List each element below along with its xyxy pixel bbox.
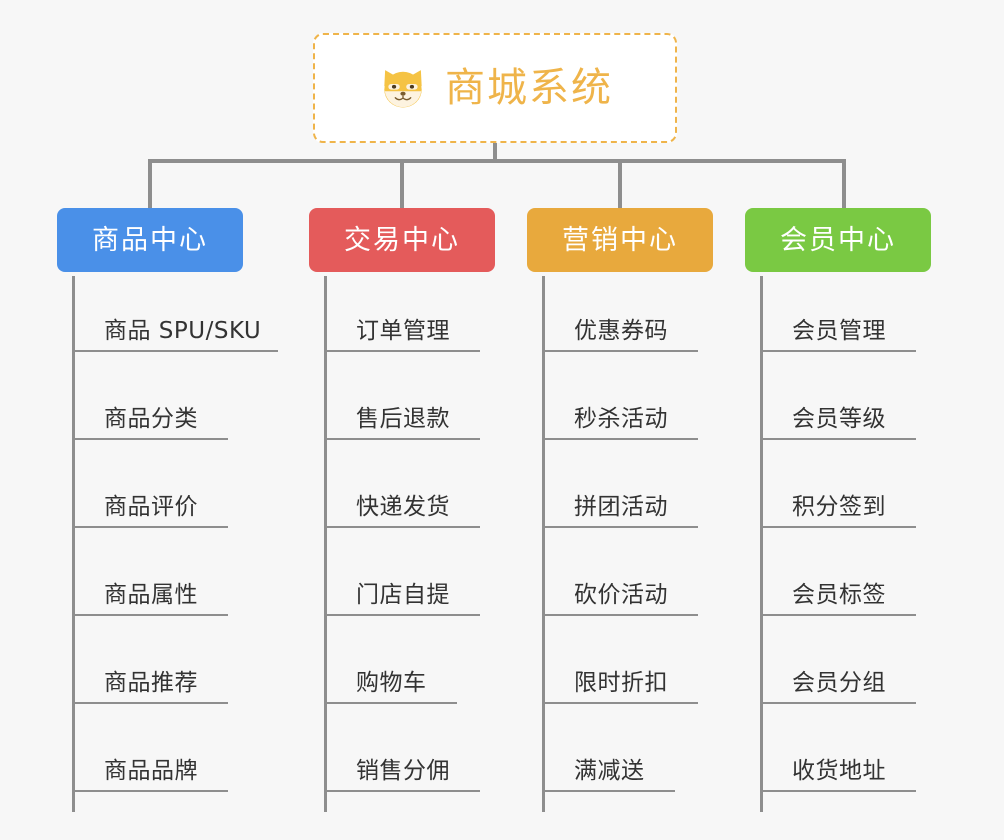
leaf-item[interactable]: 会员分组 xyxy=(760,616,916,704)
leaf-label: 销售分佣 xyxy=(356,758,450,785)
leaf-label: 购物车 xyxy=(356,670,427,697)
category-header-label: 会员中心 xyxy=(780,224,896,256)
leaf-label: 优惠券码 xyxy=(574,318,668,345)
connector-drop-1 xyxy=(148,159,152,208)
leaf-item[interactable]: 商品 SPU/SKU xyxy=(72,264,278,352)
leaf-label: 商品评价 xyxy=(104,494,198,521)
leaf-item[interactable]: 销售分佣 xyxy=(324,704,480,792)
connector-drop-4 xyxy=(842,159,846,208)
leaf-label: 会员分组 xyxy=(792,670,886,697)
leaf-label: 会员标签 xyxy=(792,582,886,609)
category-header-label: 商品中心 xyxy=(92,224,208,256)
leaf-item[interactable]: 会员等级 xyxy=(760,352,916,440)
leaf-label: 会员等级 xyxy=(792,406,886,433)
leaf-item[interactable]: 订单管理 xyxy=(324,264,480,352)
leaf-item[interactable]: 购物车 xyxy=(324,616,457,704)
leaf-item[interactable]: 商品属性 xyxy=(72,528,228,616)
leaf-label: 商品属性 xyxy=(104,582,198,609)
leaf-item[interactable]: 商品品牌 xyxy=(72,704,228,792)
category-header-会员中心[interactable]: 会员中心 xyxy=(745,208,931,272)
connector-drop-2 xyxy=(400,159,404,208)
leaf-item[interactable]: 收货地址 xyxy=(760,704,916,792)
leaf-label: 积分签到 xyxy=(792,494,886,521)
leaf-label: 商品推荐 xyxy=(104,670,198,697)
column-spine-2 xyxy=(324,276,327,812)
leaf-item[interactable]: 商品推荐 xyxy=(72,616,228,704)
category-header-label: 交易中心 xyxy=(344,224,460,256)
leaf-item[interactable]: 商品评价 xyxy=(72,440,228,528)
leaf-item[interactable]: 秒杀活动 xyxy=(542,352,698,440)
leaf-label: 快递发货 xyxy=(356,494,450,521)
leaf-item[interactable]: 售后退款 xyxy=(324,352,480,440)
leaf-label: 商品品牌 xyxy=(104,758,198,785)
leaf-label: 满减送 xyxy=(574,758,645,785)
leaf-item[interactable]: 会员管理 xyxy=(760,264,916,352)
leaf-label: 秒杀活动 xyxy=(574,406,668,433)
leaf-label: 订单管理 xyxy=(356,318,450,345)
leaf-item[interactable]: 满减送 xyxy=(542,704,675,792)
leaf-label: 砍价活动 xyxy=(574,582,668,609)
leaf-item[interactable]: 优惠券码 xyxy=(542,264,698,352)
leaf-item[interactable]: 拼团活动 xyxy=(542,440,698,528)
leaf-item[interactable]: 商品分类 xyxy=(72,352,228,440)
category-header-营销中心[interactable]: 营销中心 xyxy=(527,208,713,272)
shiba-dog-face-icon xyxy=(377,62,429,114)
column-spine-1 xyxy=(72,276,75,812)
leaf-label: 拼团活动 xyxy=(574,494,668,521)
leaf-item[interactable]: 积分签到 xyxy=(760,440,916,528)
leaf-item[interactable]: 门店自提 xyxy=(324,528,480,616)
leaf-label: 售后退款 xyxy=(356,406,450,433)
category-header-商品中心[interactable]: 商品中心 xyxy=(57,208,243,272)
column-spine-3 xyxy=(542,276,545,812)
leaf-item[interactable]: 快递发货 xyxy=(324,440,480,528)
category-header-交易中心[interactable]: 交易中心 xyxy=(309,208,495,272)
root-node[interactable]: 商城系统 xyxy=(313,33,677,143)
root-title: 商城系统 xyxy=(445,65,613,111)
leaf-label: 商品分类 xyxy=(104,406,198,433)
connector-root-stem xyxy=(493,143,497,163)
leaf-label: 限时折扣 xyxy=(574,670,668,697)
leaf-label: 收货地址 xyxy=(792,758,886,785)
leaf-label: 门店自提 xyxy=(356,582,450,609)
leaf-label: 商品 SPU/SKU xyxy=(104,318,262,345)
leaf-item[interactable]: 限时折扣 xyxy=(542,616,698,704)
leaf-item[interactable]: 会员标签 xyxy=(760,528,916,616)
connector-horizontal-bus xyxy=(148,159,846,163)
leaf-item[interactable]: 砍价活动 xyxy=(542,528,698,616)
column-spine-4 xyxy=(760,276,763,812)
leaf-label: 会员管理 xyxy=(792,318,886,345)
connector-drop-3 xyxy=(618,159,622,208)
category-header-label: 营销中心 xyxy=(562,224,678,256)
